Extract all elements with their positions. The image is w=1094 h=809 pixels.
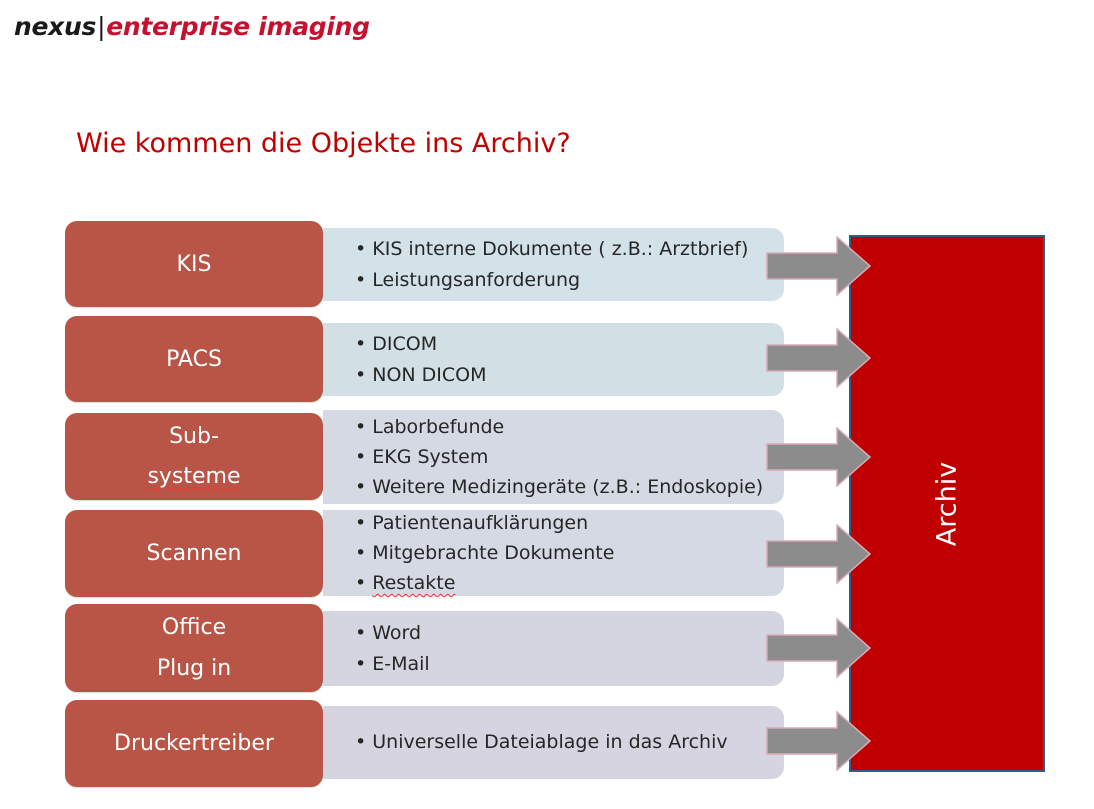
list-item: Patientenaufklärungen xyxy=(355,508,784,538)
source-details-pacs: DICOM NON DICOM xyxy=(323,323,784,396)
source-label-pacs: PACS xyxy=(65,316,323,402)
source-label-subsysteme: Sub- systeme xyxy=(65,413,323,500)
logo-nexus: nexus xyxy=(14,12,97,41)
source-details-office: Word E-Mail xyxy=(323,611,784,686)
source-label-line: Scannen xyxy=(146,541,242,566)
list-item: Universelle Dateiablage in das Archiv xyxy=(355,727,784,758)
source-label-office: Office Plug in xyxy=(65,604,323,692)
logo-enterprise-imaging: enterprise imaging xyxy=(106,12,370,41)
arrow-right-icon xyxy=(766,328,872,388)
source-label-line: Sub- xyxy=(169,423,219,449)
list-item: Laborbefunde xyxy=(355,412,784,442)
arrow-right-icon xyxy=(766,711,872,771)
source-label-line: Office xyxy=(161,615,227,640)
list-item: Leistungsanforderung xyxy=(355,265,784,296)
arrow-right-icon xyxy=(766,618,872,678)
source-details-scannen: Patientenaufklärungen Mitgebrachte Dokum… xyxy=(323,510,784,596)
list-item: KIS interne Dokumente ( z.B.: Arztbrief) xyxy=(355,234,784,265)
source-label-kis: KIS xyxy=(65,221,323,307)
source-label-druckertreiber: Druckertreiber xyxy=(65,700,323,787)
list-item: DICOM xyxy=(355,329,784,360)
list-item: E-Mail xyxy=(355,649,784,680)
list-item: NON DICOM xyxy=(355,360,784,391)
source-label-line: Plug in xyxy=(156,656,232,681)
source-label-line: PACS xyxy=(166,346,222,372)
logo-separator: | xyxy=(97,12,106,41)
list-item: Restakte xyxy=(355,568,784,598)
source-details-druckertreiber: Universelle Dateiablage in das Archiv xyxy=(323,706,784,779)
logo: nexus|enterprise imaging xyxy=(14,12,370,41)
list-item: Mitgebrachte Dokumente xyxy=(355,538,784,568)
source-label-line: KIS xyxy=(176,251,212,277)
list-item: Word xyxy=(355,618,784,649)
arrow-right-icon xyxy=(766,236,872,296)
arrow-right-icon xyxy=(766,427,872,487)
source-details-subsysteme: Laborbefunde EKG System Weitere Medizing… xyxy=(323,410,784,504)
list-item: EKG System xyxy=(355,442,784,472)
archive-label: Archiv xyxy=(931,461,963,546)
source-label-scannen: Scannen xyxy=(65,510,323,597)
slide-title: Wie kommen die Objekte ins Archiv? xyxy=(76,128,571,159)
source-label-line: systeme xyxy=(147,463,241,489)
arrow-right-icon xyxy=(766,524,872,584)
source-details-kis: KIS interne Dokumente ( z.B.: Arztbrief)… xyxy=(323,228,784,301)
list-item: Weitere Medizingeräte (z.B.: Endoskopie) xyxy=(355,472,784,502)
source-label-line: Druckertreiber xyxy=(114,731,274,756)
archive-box: Archiv xyxy=(849,235,1045,772)
